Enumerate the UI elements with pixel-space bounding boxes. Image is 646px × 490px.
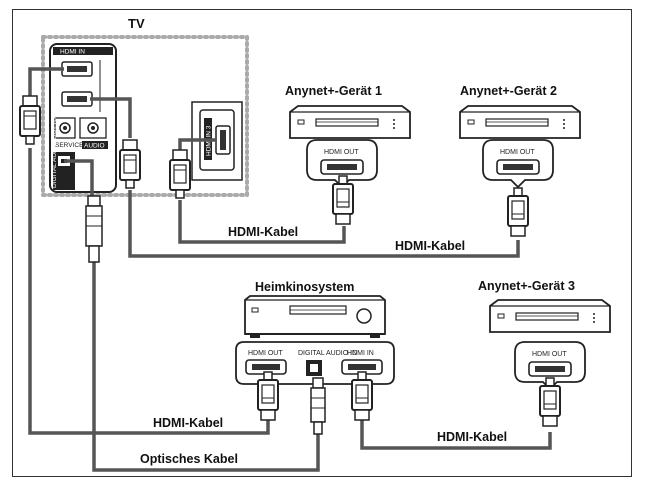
plug-home-theater-hdmi-out <box>257 371 279 421</box>
anynet1-title: Anynet+-Gerät 1 <box>285 84 382 98</box>
cables <box>28 67 552 472</box>
cable-label-hdmi-1: HDMI-Kabel <box>228 225 298 239</box>
audio-header: AUDIO <box>84 143 105 150</box>
home-theater-device <box>244 295 386 338</box>
optical-cable <box>92 262 320 472</box>
plug-anynet1 <box>332 175 354 225</box>
hdmi-cable-4 <box>360 416 552 450</box>
cable-label-hdmi-3: HDMI-Kabel <box>153 416 223 430</box>
anynet1-device <box>289 105 411 139</box>
home-theater-title: Heimkinosystem <box>255 280 354 294</box>
plug-tv-optical <box>85 195 103 263</box>
home-theater-port-digital-audio-in: DIGITAL AUDIO IN <box>298 350 357 357</box>
cable-label-hdmi-2: HDMI-Kabel <box>395 239 465 253</box>
anynet2-device <box>459 105 581 139</box>
tv-dotted-outline <box>41 35 249 197</box>
home-theater-port-hdmi-in: HDMI IN <box>347 350 374 357</box>
plug-tv-hdmi-1 <box>19 95 41 145</box>
anynet2-port-label: HDMI OUT <box>500 149 535 156</box>
cable-label-hdmi-4: HDMI-Kabel <box>437 430 507 444</box>
hdmi-in-header: HDMI IN <box>60 49 85 56</box>
anynet2-title: Anynet+-Gerät 2 <box>460 84 557 98</box>
anynet1-port-label: HDMI OUT <box>324 149 359 156</box>
hdmi-cable-2 <box>128 190 520 258</box>
home-theater-port-hdmi-out: HDMI OUT <box>248 350 283 357</box>
tv-label: TV <box>128 16 145 31</box>
cable-label-optical: Optisches Kabel <box>140 452 238 466</box>
plug-home-theater-optical <box>310 377 326 435</box>
plug-home-theater-hdmi-in <box>351 371 373 421</box>
anynet3-port-label: HDMI OUT <box>532 351 567 358</box>
diagram-frame <box>12 9 632 477</box>
plug-anynet3 <box>539 377 561 427</box>
plug-anynet2 <box>507 187 529 237</box>
hdmi-cable-1 <box>28 148 270 435</box>
anynet2-port-bubble <box>482 139 554 188</box>
anynet3-device <box>489 299 611 333</box>
hdmi-cable-3 <box>178 200 346 244</box>
digital-audio-out-label: DIGITAL AUDIO OUT (OPTICAL) <box>51 92 58 188</box>
anynet3-title: Anynet+-Gerät 3 <box>478 279 575 293</box>
plug-tv-hdmi-2 <box>119 139 141 189</box>
home-theater-port-bubble <box>235 341 395 385</box>
plug-tv-hdmi-3 <box>169 149 191 199</box>
service-label: SERVICE <box>55 142 84 149</box>
